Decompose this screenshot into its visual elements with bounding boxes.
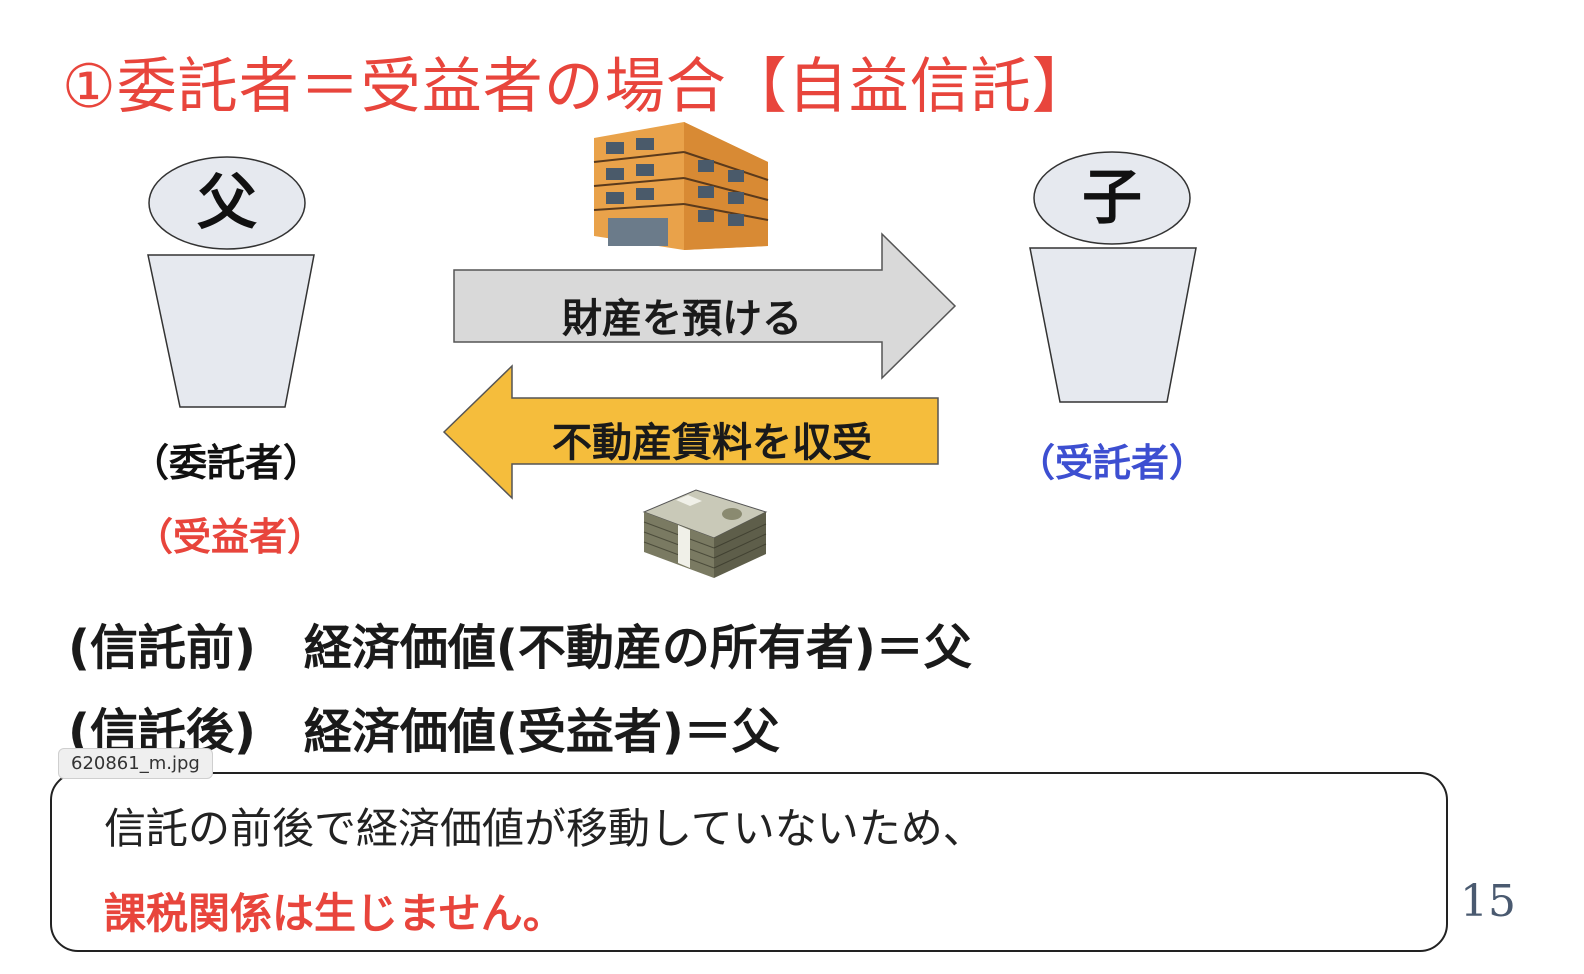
- page-number: 15: [1460, 876, 1516, 927]
- child-label: 子: [1082, 163, 1142, 233]
- banknote-bundle-icon: [640, 482, 770, 582]
- transfer-property-label: 財産を預ける: [562, 296, 802, 342]
- transfer-property-arrow: 財産を預ける: [452, 232, 957, 380]
- file-name-tooltip: 620861_m.jpg: [58, 748, 213, 779]
- father-figure-shape: [147, 156, 315, 408]
- father-label: 父: [197, 168, 257, 238]
- father-role-settlor: （委託者）: [130, 441, 321, 485]
- child-figure-shape: [1029, 151, 1197, 403]
- conclusion-line-1: 信託の前後で経済価値が移動していないため、: [104, 804, 985, 853]
- conclusion-box: [50, 772, 1448, 952]
- apartment-building-icon: [588, 118, 778, 252]
- child-figure: 子: [1024, 150, 1204, 410]
- slide-title: ①委託者＝受益者の場合【自益信託】: [62, 52, 1093, 122]
- receive-rent-arrow: 不動産賃料を収受: [442, 364, 942, 500]
- conclusion-line-2: 課税関係は生じません。: [104, 889, 565, 938]
- father-figure: 父: [140, 155, 320, 415]
- father-role-beneficiary: （受益者）: [134, 515, 325, 559]
- before-trust-statement: (信託前) 経済価値(不動産の所有者)＝父: [68, 620, 972, 676]
- receive-rent-label: 不動産賃料を収受: [552, 420, 872, 466]
- child-role-trustee: （受託者）: [1016, 441, 1207, 485]
